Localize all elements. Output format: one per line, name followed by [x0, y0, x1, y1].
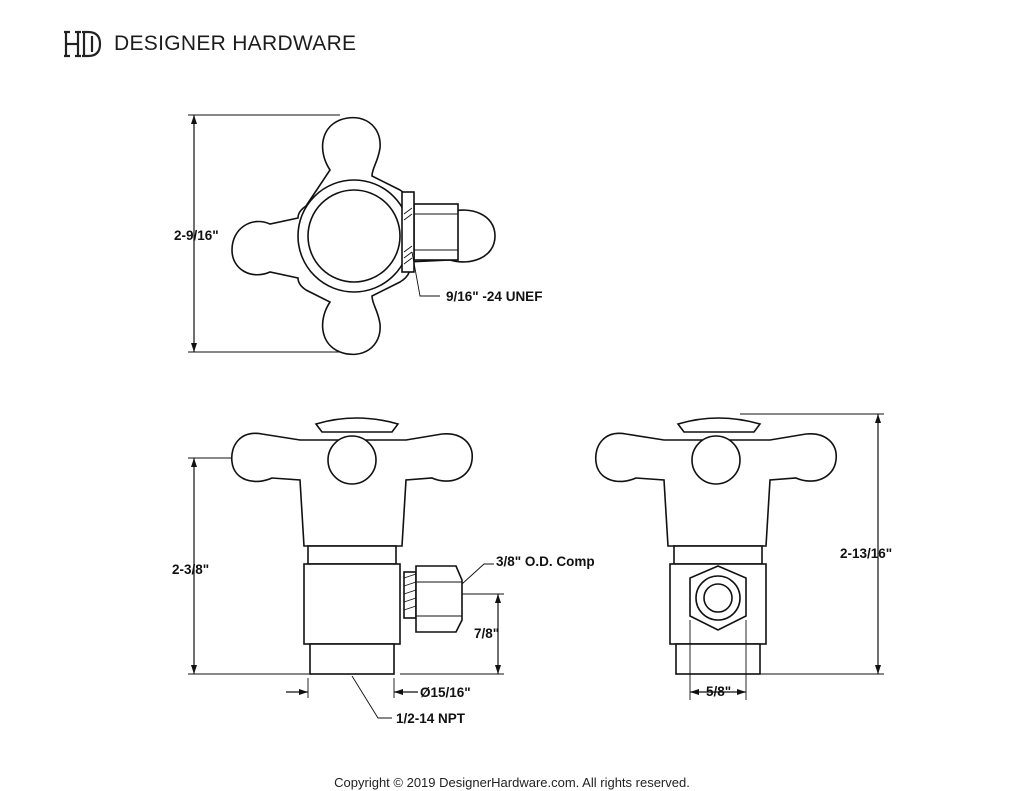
- top-view-outlet-thread: [401, 191, 415, 273]
- outlet-offset-label: 7/8": [474, 626, 499, 641]
- inlet-thread-label: 1/2-14 NPT: [396, 711, 466, 726]
- top-view: 2-9/16" 9/16" -24 UNEF: [174, 114, 542, 356]
- top-view-height-label: 2-9/16": [174, 228, 219, 243]
- side-view: 2-3/8" 3/8" O.D. Comp 7/8" Ø15/16" 1/2-1…: [172, 417, 595, 726]
- outlet-comp-label: 3/8" O.D. Comp: [496, 554, 595, 569]
- overall-height-label: 2-13/16": [840, 546, 892, 561]
- front-view-outlet-bore: [703, 583, 733, 613]
- top-view-outlet-nut: [413, 203, 459, 261]
- side-view-compression-nut: [415, 565, 463, 633]
- top-view-thread-hatch: [403, 207, 413, 265]
- front-view: 2-13/16" 5/8": [595, 413, 892, 700]
- front-view-inlet: [675, 643, 761, 675]
- thread-outlet-label: 9/16" -24 UNEF: [446, 289, 542, 304]
- technical-drawing: 2-9/16" 9/16" -24 UNEF 2-3/8" 3/: [172, 114, 892, 726]
- front-view-handle: [595, 432, 837, 547]
- front-view-handle-knob: [691, 435, 741, 485]
- side-view-body: [303, 563, 401, 645]
- brand-name: DESIGNER HARDWARE: [114, 32, 357, 55]
- body-diameter-label: Ø15/16": [420, 685, 471, 700]
- copyright-footer: Copyright © 2019 DesignerHardware.com. A…: [334, 775, 690, 790]
- side-view-outlet-thread: [403, 571, 417, 619]
- header: DESIGNER HARDWARE: [62, 26, 356, 62]
- top-view-cap-inner: [307, 189, 401, 283]
- side-view-handle: [231, 432, 473, 547]
- front-view-upper-body: [673, 545, 763, 565]
- side-view-inlet: [309, 643, 395, 675]
- side-view-height-label: 2-3/8": [172, 562, 209, 577]
- side-view-handle-knob: [327, 435, 377, 485]
- outlet-width-label: 5/8": [706, 684, 731, 699]
- side-view-upper-body: [307, 545, 397, 565]
- designer-hardware-logo-icon: [64, 30, 102, 58]
